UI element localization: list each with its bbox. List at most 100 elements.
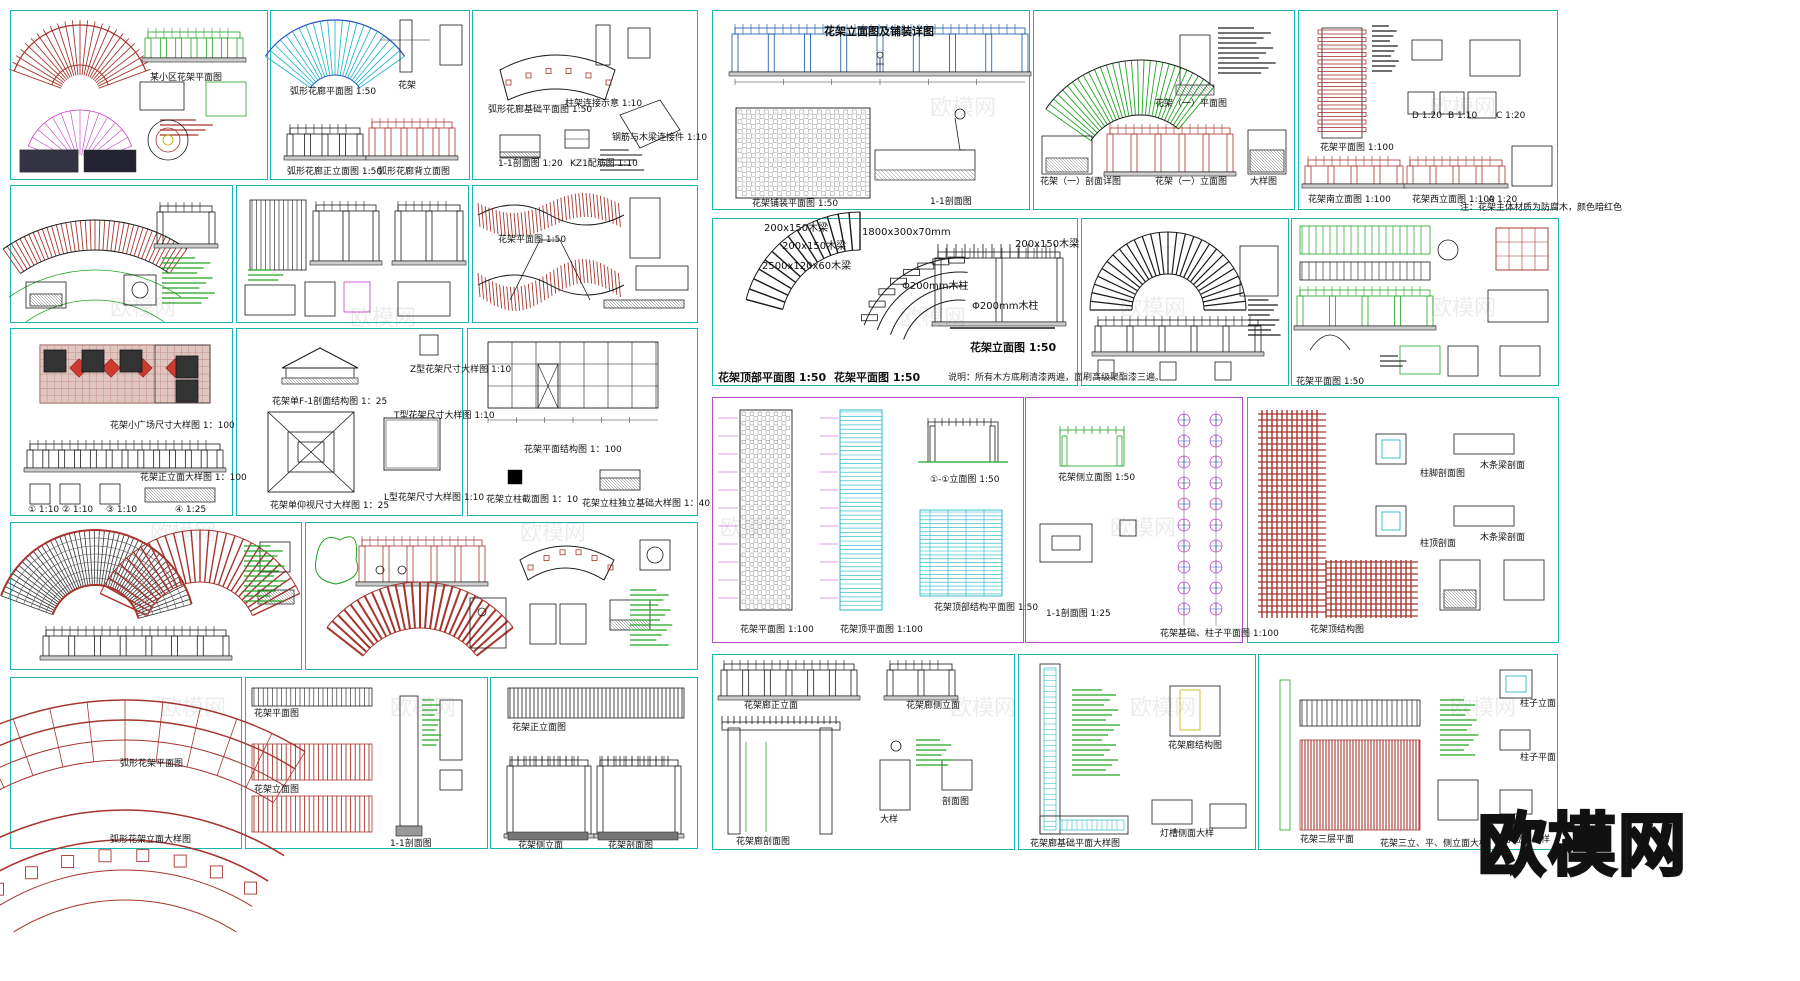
- label-p8-a: 花架平面图 1:50: [1296, 377, 1365, 387]
- label-p17-e: 剖面图: [942, 797, 970, 807]
- label-p12-e: 花架侧立面图 1:50: [1058, 473, 1136, 483]
- label-p10-e: T型花架尺寸大样图 1:10: [394, 411, 495, 421]
- label-p12-f: 1-1剖面图 1:25: [1046, 609, 1111, 619]
- label-p7-c: 花架平面图 1:100: [1320, 143, 1394, 153]
- label-p19-e: 柱子立面大样: [1496, 835, 1551, 845]
- label-p9-a: 花架小广场尺寸大样图 1：100: [110, 421, 235, 431]
- label-p4-c: 花架平面图 1:50: [834, 371, 921, 384]
- label-p13-d: 柱顶剖面: [1420, 539, 1457, 549]
- label-p5-title: 花架立面图及铺装详图: [824, 25, 934, 38]
- label-p3-e: 钢筋与木梁连接件 1:10: [612, 133, 708, 143]
- label-p9-e: ③ 1:10: [106, 505, 138, 515]
- label-dim-2500: 2500x120x60木梁: [762, 261, 852, 272]
- label-p18-a: 花架廊基础平面大样图: [1030, 839, 1121, 849]
- label-p1-a: 某小区花架平面图: [150, 73, 223, 83]
- label-dim-200b: 200x150木梁: [782, 241, 847, 252]
- label-p17-d: 大样: [880, 815, 899, 825]
- drawing-16: [718, 409, 1008, 611]
- label-p13-c: 木条梁剖面: [1480, 461, 1526, 471]
- drawing-1: [9, 20, 247, 173]
- label-p17-b: 花架廊侧立面: [906, 701, 961, 711]
- label-p12-b: 花架顶平面图 1:100: [840, 625, 923, 635]
- drawing-4: [728, 24, 1032, 199]
- label-p9-b: 花架正立面大样图 1：100: [140, 473, 247, 483]
- drawing-18: [1258, 410, 1545, 618]
- label-p7-h: 注：花架主体材质为防腐木，颜色暗红色: [1460, 203, 1623, 213]
- label-p13-a: 花架顶结构图: [1310, 625, 1365, 635]
- label-p12-a: 花架平面图 1:100: [740, 625, 814, 635]
- label-p4-e: 说明：所有木方底刷清漆两遍，面刷高级聚酯漆三遍。: [948, 373, 1165, 383]
- drawing-3: [499, 24, 681, 171]
- label-p16-b: 花架侧立面: [518, 841, 564, 851]
- label-p2-b: 弧形花廊正立面图 1:50: [287, 167, 383, 177]
- label-p3-b: 柱架连接示意 1:10: [565, 99, 643, 109]
- label-p4-b: 花架顶部平面图 1:50: [718, 371, 827, 384]
- label-p6-a: 花架（一）平面图: [1155, 99, 1228, 109]
- label-p2-a: 弧形花廊平面图 1:50: [290, 87, 377, 97]
- label-p7-g: D 1:20: [1412, 111, 1443, 121]
- label-p15-c: 1-1剖面图: [390, 839, 432, 849]
- label-p2-d: 花架: [398, 81, 417, 91]
- label-p19-b: 花架三立、平、侧立面大样: [1380, 839, 1489, 849]
- panel-24: [712, 654, 1015, 850]
- drawing-22: [251, 687, 463, 837]
- label-p7-f: C 1:20: [1496, 111, 1526, 121]
- drawing-10: [745, 211, 1067, 340]
- label-p10-a: 花架单F-1剖面结构图 1：25: [272, 397, 388, 407]
- label-p8-a: 花架平面图 1:50: [498, 235, 567, 245]
- label-p9-f: ④ 1:25: [175, 505, 207, 515]
- label-p3-c: 1-1剖面图 1:20: [498, 159, 563, 169]
- label-p12-g: 花架基础、柱子平面图 1:100: [1160, 629, 1279, 639]
- label-dim-200mm2: Φ200mm木柱: [972, 301, 1039, 312]
- label-p7-b: 花架西立面图 1:100: [1412, 195, 1495, 205]
- drawing-17: [1039, 410, 1222, 626]
- label-p16-a: 花架正立面图: [512, 723, 567, 733]
- label-p12-c: ①-①立面图 1:50: [930, 475, 1000, 485]
- label-dim-200a: 200x150木梁: [764, 223, 829, 234]
- label-p12-d: 花架顶部结构平面图 1:50: [934, 603, 1039, 613]
- label-dim-1800: 1800x300x70mm: [862, 227, 951, 238]
- label-p19-a: 花架三层平面: [1300, 835, 1355, 845]
- drawing-7: [2, 202, 219, 323]
- label-p18-c: 灯槽侧面大样: [1160, 829, 1215, 839]
- label-p7-e: B 1:10: [1448, 111, 1478, 121]
- label-p17-a: 花架廊正立面: [744, 701, 799, 711]
- label-p9-c: ① 1:10: [28, 505, 60, 515]
- drawing-24: [717, 660, 973, 835]
- label-p4-d: 花架立面图 1:50: [970, 341, 1057, 354]
- label-p19-d: 柱子平面: [1520, 753, 1557, 763]
- panel-15: [467, 328, 698, 516]
- drawing-15: [487, 341, 659, 491]
- label-p2-c: 弧形花廊背立面图: [378, 167, 451, 177]
- drawing-25: [1039, 663, 1247, 835]
- drawing-26: [1279, 669, 1533, 831]
- label-p7-d: A 1:20: [1488, 195, 1518, 205]
- label-p3-d: KZ1配筋图 1:10: [570, 159, 638, 169]
- drawing-8: [244, 199, 467, 317]
- label-p19-c: 柱子立面: [1520, 699, 1557, 709]
- label-p17-c: 花架廊剖面图: [736, 837, 791, 847]
- panel-6: [1298, 10, 1558, 210]
- label-p15-b: 花架立面图: [254, 785, 300, 795]
- drawing-14: [267, 334, 441, 493]
- label-p13-e: 木条梁剖面: [1480, 533, 1526, 543]
- label-p11-a: 花架平面结构图 1：100: [524, 445, 622, 455]
- label-p11-b: 花架立柱截面图 1：10: [486, 495, 579, 505]
- label-dim-200c: 200x150木梁: [1015, 239, 1080, 250]
- drawing-23: [503, 687, 685, 841]
- label-p6-c: 花架（一）剖面详图: [1040, 177, 1122, 187]
- panel-7: [10, 185, 233, 323]
- panel-10: [712, 218, 1078, 386]
- drawing-21: [0, 699, 306, 933]
- panel-2: [270, 10, 470, 180]
- drawing-5: [1041, 27, 1287, 177]
- label-p5-b: 1-1剖面图: [930, 197, 972, 207]
- drawing-9: [477, 192, 689, 312]
- drawing-13: [23, 344, 227, 505]
- label-p10-b: 花架单仰视尺寸大样图 1：25: [270, 501, 390, 511]
- label-p16-c: 花架剖面图: [608, 841, 654, 851]
- label-p14-b: 弧形花架立面大样图: [110, 835, 192, 845]
- drawing-11: [1089, 231, 1281, 381]
- label-p18-b: 花架廊结构图: [1168, 741, 1223, 751]
